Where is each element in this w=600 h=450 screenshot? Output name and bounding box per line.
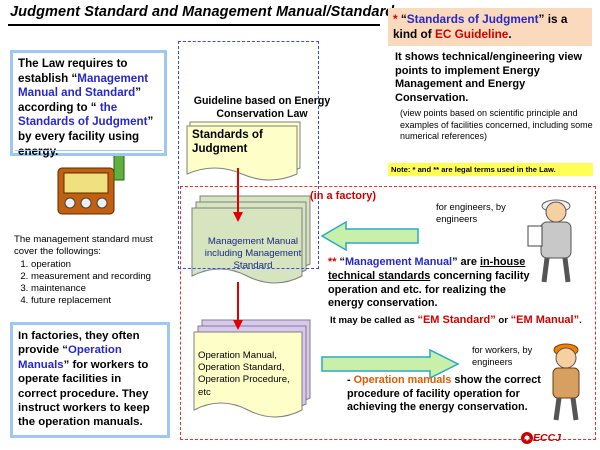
law-text-management-manual: Management Manual and Standard bbox=[18, 71, 149, 100]
operation-manual-label: Operation Manual, Operation Standard, Op… bbox=[198, 350, 290, 398]
op-desc-rest: show the correct procedure of facility o… bbox=[347, 374, 541, 414]
soj-note: * “Standards of Judgment” is a kind of E… bbox=[393, 12, 593, 42]
factories-text-operation-manuals: Operation Manuals bbox=[18, 344, 122, 371]
soj-note-q1: “ bbox=[400, 12, 407, 26]
mm-called-3: . bbox=[579, 315, 582, 326]
meter-device-icon bbox=[57, 147, 127, 215]
engineer-figure-icon bbox=[527, 199, 572, 283]
factories-operation-manuals-box: In factories, they often provide “Operat… bbox=[10, 322, 170, 438]
mm-desc-rest: concerning facility operation and etc. f… bbox=[328, 269, 530, 310]
law-text-1: The Law requires to establish “ bbox=[18, 57, 128, 85]
factory-region bbox=[180, 186, 596, 440]
op-desc-name: Operation manuals bbox=[353, 374, 452, 386]
soj-note-end: . bbox=[508, 27, 512, 41]
viewpoints-detail-text: (view points based on scientific princip… bbox=[400, 108, 593, 142]
em-standard-note: It may be called as “EM Standard” or “EM… bbox=[330, 314, 592, 327]
title-underline bbox=[8, 24, 380, 26]
soj-note-guideline: EC Guideline bbox=[434, 27, 509, 41]
management-standard-coverage: The management standard must cover the f… bbox=[14, 234, 178, 308]
operation-manuals-description: - Operation manuals show the correct pro… bbox=[347, 374, 552, 415]
soj-note-background bbox=[388, 8, 592, 46]
management-manual-docs-icon bbox=[191, 195, 311, 284]
page-title: Judgment Standard and Management Manual/… bbox=[10, 4, 395, 20]
mm-desc-q2: ” are bbox=[452, 256, 480, 268]
for-engineers-label: for engineers, by engineers bbox=[436, 201, 506, 224]
engineers-to-manual-arrow bbox=[320, 220, 419, 252]
technical-viewpoints-text: It shows technical/engineering view poin… bbox=[395, 51, 583, 104]
legal-terms-note: Note: * and ** are legal terms used in t… bbox=[388, 163, 593, 176]
standards-of-judgment-label: Standards of Judgment bbox=[192, 128, 263, 155]
soj-note-q2: ” is a kind of bbox=[393, 12, 568, 41]
coverage-item-operation: operation bbox=[31, 259, 178, 271]
mm-desc-mark: ** bbox=[328, 256, 340, 268]
mm-desc-underlined: in-house technical standards bbox=[328, 256, 526, 282]
coverage-intro: The management standard must cover the f… bbox=[14, 234, 153, 258]
coverage-item-measurement: measurement and recording bbox=[31, 271, 178, 283]
coverage-item-maintenance: maintenance bbox=[31, 283, 178, 295]
factories-text-3: ” for workers to operate facilities in c… bbox=[18, 358, 150, 429]
soj-to-management-arrow bbox=[233, 168, 243, 222]
operation-manual-docs-icon bbox=[193, 319, 311, 418]
law-text-standards: the Standards of Judgment bbox=[18, 100, 148, 129]
coverage-list: operation measurement and recording main… bbox=[31, 259, 178, 308]
guideline-label: Guideline based on Energy Conservation L… bbox=[193, 95, 331, 120]
for-workers-label: for workers, by engineers bbox=[472, 345, 533, 367]
guideline-region bbox=[178, 41, 319, 269]
mm-called-2: or bbox=[495, 315, 511, 326]
mm-desc-q1: “ bbox=[339, 256, 345, 268]
in-a-factory-label: (in a factory) bbox=[310, 190, 377, 202]
management-to-operation-arrow bbox=[233, 282, 243, 330]
mm-desc-name: Management Manual bbox=[344, 256, 453, 268]
eccj-logo-text: ECCJ bbox=[533, 432, 562, 444]
mm-called-em-manual: “EM Manual” bbox=[510, 314, 580, 326]
soj-note-name: Standards of Judgment bbox=[406, 12, 539, 26]
law-text-5: ” by every facility using energy. bbox=[18, 115, 154, 158]
standards-of-judgment-doc-icon bbox=[186, 121, 301, 181]
management-manual-description: ** “Management Manual” are in-house tech… bbox=[328, 256, 538, 311]
coverage-item-replacement: future replacement bbox=[31, 295, 178, 307]
management-manual-label: Management Manual including Management S… bbox=[204, 236, 302, 271]
law-text-3: ” according to “ bbox=[18, 86, 142, 114]
mm-called-1: It may be called as bbox=[330, 315, 418, 326]
manual-to-workers-arrow bbox=[321, 348, 460, 380]
law-requirement-box: The Law requires to establish “Managemen… bbox=[10, 50, 167, 158]
soj-note-mark: * bbox=[393, 12, 401, 26]
factories-text-1: In factories, they often provide “ bbox=[18, 330, 140, 357]
worker-figure-icon bbox=[552, 343, 580, 421]
mm-called-em-standard: “EM Standard” bbox=[417, 314, 496, 326]
op-desc-dash: - bbox=[347, 374, 354, 386]
